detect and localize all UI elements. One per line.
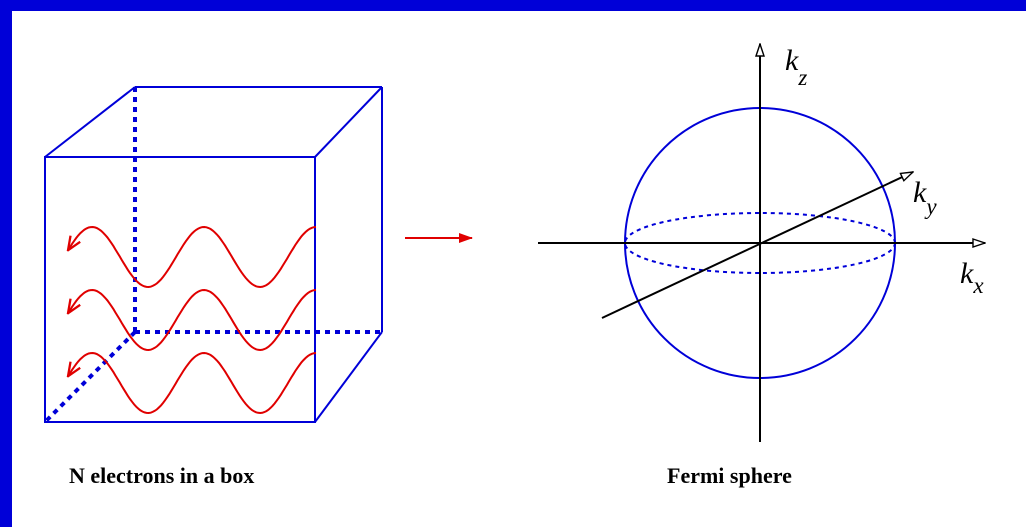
box-edge-bottom-right [314,331,383,423]
kx-label: kx [960,257,984,298]
wave-1 [68,225,317,289]
ky-label: ky [913,176,937,219]
box-edge-top-left [44,86,136,158]
slide-canvas: kz ky kx N electrons in a box Fermi sphe… [12,11,1026,527]
electron-box [43,86,383,424]
wave-2 [68,288,317,352]
ky-axis [601,172,913,319]
kz-label: kz [785,44,807,90]
wave-3 [68,351,317,415]
box-hidden-edges [43,87,382,424]
electron-waves [68,225,317,415]
box-edge-top-right [314,86,383,158]
box-caption: N electrons in a box [69,463,255,488]
k-axes [538,44,985,442]
sphere-caption: Fermi sphere [667,463,792,488]
diagram-svg: kz ky kx [43,11,1026,442]
